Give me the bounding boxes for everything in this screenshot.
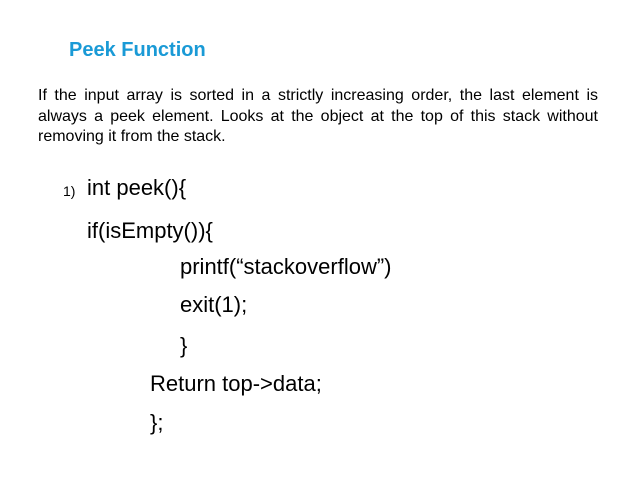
code-line-function-signature: int peek(){	[87, 175, 187, 200]
code-line-printf: printf(“stackoverflow”)	[180, 254, 392, 279]
code-line-if-close: }	[180, 333, 188, 358]
slide-title: Peek Function	[69, 39, 206, 61]
code-line-function-close: };	[150, 410, 164, 435]
code-line-exit: exit(1);	[180, 292, 248, 317]
code-line-return: Return top->data;	[150, 371, 322, 396]
code-line-if-condition: if(isEmpty()){	[87, 218, 213, 243]
list-marker: 1)	[63, 183, 76, 199]
description-paragraph: If the input array is sorted in a strict…	[38, 87, 598, 145]
